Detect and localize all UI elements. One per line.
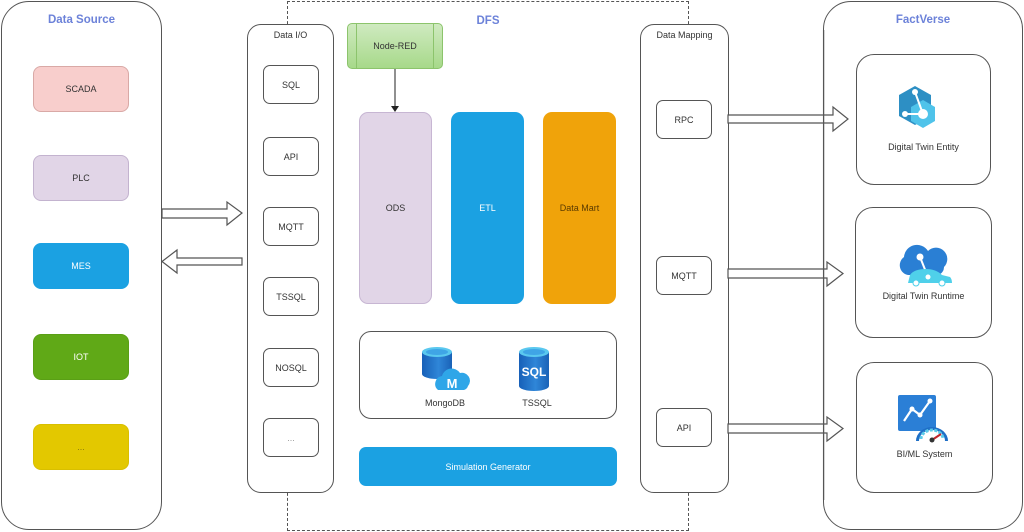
bi-ml-system-label: BI/ML System xyxy=(896,449,953,459)
svg-text:M: M xyxy=(447,376,458,391)
data-io-item[interactable]: SQL xyxy=(263,65,319,104)
data-mapping-item-label: RPC xyxy=(674,114,694,125)
data-source-item-label: PLC xyxy=(72,173,90,183)
data-io-item-label: TSSQL xyxy=(276,291,306,302)
data-source-item[interactable]: PLC xyxy=(33,155,129,201)
bi-ml-system-icon xyxy=(898,395,948,443)
digital-twin-runtime-icon xyxy=(899,244,952,287)
data-io-title: Data I/O xyxy=(273,30,308,40)
data-io-item[interactable]: ... xyxy=(263,418,319,457)
data-source-item-label: IOT xyxy=(73,352,89,362)
data-mapping-item[interactable]: MQTT xyxy=(656,256,712,295)
data-io-item-label: ... xyxy=(287,432,295,443)
data-source-item-label: SCADA xyxy=(65,84,97,94)
node-red-to-ods-arrow xyxy=(391,69,399,112)
io-to-source-arrow xyxy=(161,248,243,275)
data-source-item[interactable]: IOT xyxy=(33,334,129,380)
data-source-item-label: MES xyxy=(71,261,91,271)
dfs-stage-label: ODS xyxy=(385,203,406,213)
factverse-title: FactVerse xyxy=(895,14,951,26)
data-io-item-label: NOSQL xyxy=(275,362,307,373)
dfs-stage-label: ETL xyxy=(479,203,496,213)
node-red-left-bar xyxy=(356,24,357,68)
svg-text:SQL: SQL xyxy=(522,365,547,379)
data-source-title: Data Source xyxy=(47,14,116,26)
dfs-stage[interactable]: Data Mart xyxy=(543,112,616,304)
node-red-node[interactable]: Node-RED xyxy=(347,23,443,69)
dfs-stage[interactable]: ODS xyxy=(359,112,432,304)
data-io-item-label: MQTT xyxy=(278,221,304,232)
data-io-item[interactable]: API xyxy=(263,137,319,176)
sql-database-icon: SQL xyxy=(519,347,549,391)
data-mapping-item[interactable]: RPC xyxy=(656,100,712,139)
api-to-bi-ml-arrow xyxy=(727,415,845,443)
digital-twin-runtime-label: Digital Twin Runtime xyxy=(882,291,965,301)
mongodb-database-icon: M xyxy=(422,347,470,391)
dfs-title: DFS xyxy=(476,15,500,27)
source-to-io-arrow xyxy=(161,200,243,227)
digital-twin-entity-icon xyxy=(899,86,935,128)
data-source-item[interactable]: MES xyxy=(33,243,129,289)
simulation-generator-node[interactable]: Simulation Generator xyxy=(359,447,617,486)
tssql-db-label: TSSQL xyxy=(522,398,552,408)
data-io-item[interactable]: TSSQL xyxy=(263,277,319,316)
dfs-stage[interactable]: ETL xyxy=(451,112,524,304)
data-io-item[interactable]: NOSQL xyxy=(263,348,319,387)
mongodb-label: MongoDB xyxy=(424,398,466,408)
data-mapping-item[interactable]: API xyxy=(656,408,712,447)
dfs-stage-label: Data Mart xyxy=(559,203,600,213)
data-source-item[interactable]: ... xyxy=(33,424,129,470)
database-group xyxy=(359,331,617,419)
data-io-item-label: API xyxy=(283,151,299,162)
data-io-item-label: SQL xyxy=(281,79,300,90)
mqtt-to-runtime-arrow xyxy=(727,260,845,288)
data-source-item-label: ... xyxy=(77,442,85,452)
rpc-to-entity-arrow xyxy=(727,105,849,133)
node-red-right-bar xyxy=(433,24,434,68)
data-source-item[interactable]: SCADA xyxy=(33,66,129,112)
data-mapping-item-label: MQTT xyxy=(671,270,697,281)
data-io-item[interactable]: MQTT xyxy=(263,207,319,246)
data-mapping-title: Data Mapping xyxy=(656,30,713,40)
data-mapping-item-label: API xyxy=(676,422,692,433)
node-red-label: Node-RED xyxy=(373,41,417,51)
simulation-generator-label: Simulation Generator xyxy=(445,461,531,472)
digital-twin-entity-label: Digital Twin Entity xyxy=(888,142,959,152)
